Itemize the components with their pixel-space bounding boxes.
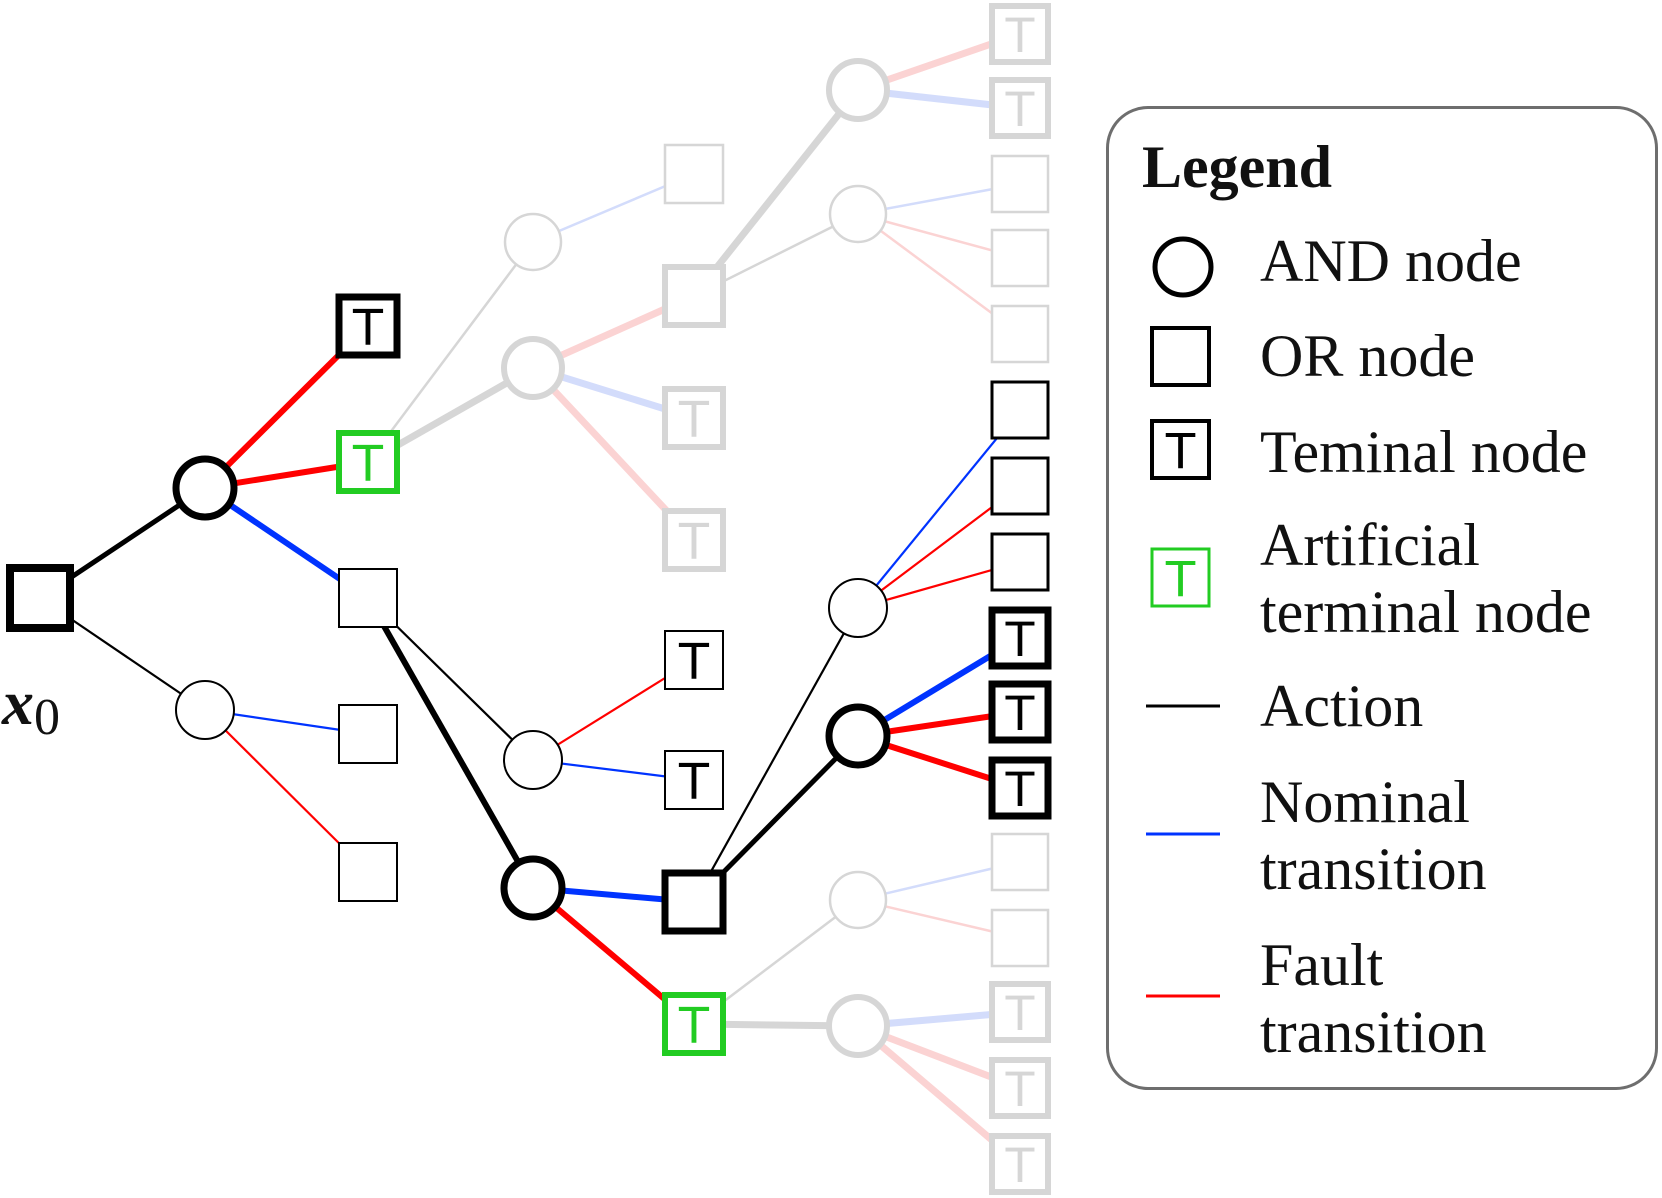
terminal-glyph: T	[352, 300, 384, 357]
terminal-glyph: T	[352, 436, 384, 493]
terminal-glyph: T	[1005, 763, 1035, 818]
nominal-line-icon	[1146, 832, 1220, 836]
faded-terminal-node: T	[989, 981, 1051, 1043]
faded-terminal-node: T	[989, 1057, 1051, 1119]
faded-terminal-node: T	[989, 77, 1051, 139]
artificial-terminal-node: T	[336, 430, 400, 494]
artificial-terminal-node-icon-glyph: T	[1165, 552, 1196, 608]
faded-or-node	[990, 154, 1050, 214]
terminal-glyph: T	[1005, 687, 1035, 742]
terminal-node: T	[988, 680, 1052, 744]
and-node	[500, 855, 566, 921]
faded-and-node	[826, 58, 890, 122]
actionominal-edge	[365, 596, 536, 890]
root-state-subscript: 0	[34, 689, 60, 746]
or-node	[338, 568, 398, 628]
faultactionominalded-a-edge	[691, 87, 861, 299]
faded-terminal-node: T	[662, 508, 726, 572]
artificial-terminal-node: T	[662, 992, 726, 1056]
terminal-node: T	[335, 293, 401, 359]
faultactionominalded-a-edge	[367, 241, 534, 463]
or-node	[990, 380, 1050, 440]
terminal-node: T	[664, 630, 724, 691]
or-node	[990, 456, 1050, 516]
legend-label-action: Action	[1260, 673, 1424, 739]
artificial-terminal-node-icon: T	[1150, 547, 1211, 608]
terminal-glyph: T	[1005, 9, 1035, 64]
faded-or-node	[663, 143, 725, 205]
root-state-label: x0	[2, 666, 60, 746]
legend-label-artificial-line2: terminal node	[1260, 579, 1592, 645]
legend-label-or-node: OR node	[1260, 323, 1475, 389]
faded-or-node	[990, 228, 1050, 288]
legend-label-artificial-line1: Artificial	[1260, 512, 1480, 578]
faded-or-node	[990, 908, 1050, 968]
legend-label-nominal-line2: transition	[1260, 836, 1487, 902]
and-node-icon	[1152, 236, 1214, 298]
legend-label-terminal-node: Teminal node	[1260, 419, 1588, 485]
or-node	[338, 842, 398, 902]
actionominal-edge	[693, 607, 859, 903]
and-node	[503, 730, 563, 790]
terminal-glyph: T	[1005, 1063, 1035, 1118]
legend-label-fault-line1: Fault	[1260, 932, 1384, 998]
terminal-glyph: T	[1005, 1139, 1035, 1194]
nominal-edge	[857, 409, 1021, 609]
faded-or-node	[990, 304, 1050, 364]
root-state-variable: x	[2, 667, 34, 738]
or-node	[6, 564, 74, 632]
faded-and-node	[503, 212, 563, 272]
terminal-node-icon: T	[1150, 419, 1211, 480]
legend-title: Legend	[1142, 134, 1333, 200]
and-node	[172, 455, 238, 521]
faded-or-node	[662, 264, 726, 328]
legend-label-fault-line2: transition	[1260, 999, 1487, 1065]
terminal-node: T	[988, 756, 1052, 820]
faded-and-node	[826, 994, 890, 1058]
terminal-glyph: T	[1005, 613, 1035, 668]
terminal-glyph: T	[678, 392, 710, 449]
and-node	[825, 703, 891, 769]
terminal-node-icon-glyph: T	[1165, 424, 1196, 480]
legend-label-nominal-line1: Nominal	[1260, 769, 1470, 835]
faded-and-node	[828, 184, 888, 244]
terminal-glyph: T	[678, 514, 710, 571]
legend-label-and-node: AND node	[1260, 228, 1522, 294]
or-node	[338, 704, 398, 764]
faded-terminal-node: T	[662, 386, 726, 450]
terminal-node: T	[988, 606, 1052, 670]
faded-or-node	[990, 832, 1050, 892]
terminal-glyph: T	[678, 998, 710, 1055]
action-line-icon	[1146, 704, 1220, 708]
terminal-glyph: T	[1005, 987, 1035, 1042]
faded-and-node	[828, 870, 888, 930]
or-node	[990, 532, 1050, 592]
faded-and-node	[501, 336, 565, 400]
and-node	[828, 578, 888, 638]
terminal-glyph: T	[1005, 83, 1035, 138]
terminal-glyph: T	[678, 634, 710, 691]
or-node-icon	[1150, 326, 1211, 387]
or-node	[661, 869, 727, 935]
faded-terminal-node: T	[989, 3, 1051, 65]
terminal-glyph: T	[678, 754, 710, 811]
and-node	[175, 680, 235, 740]
fault-line-icon	[1146, 994, 1220, 998]
faded-terminal-node: T	[989, 1133, 1051, 1195]
terminal-node: T	[664, 750, 724, 811]
